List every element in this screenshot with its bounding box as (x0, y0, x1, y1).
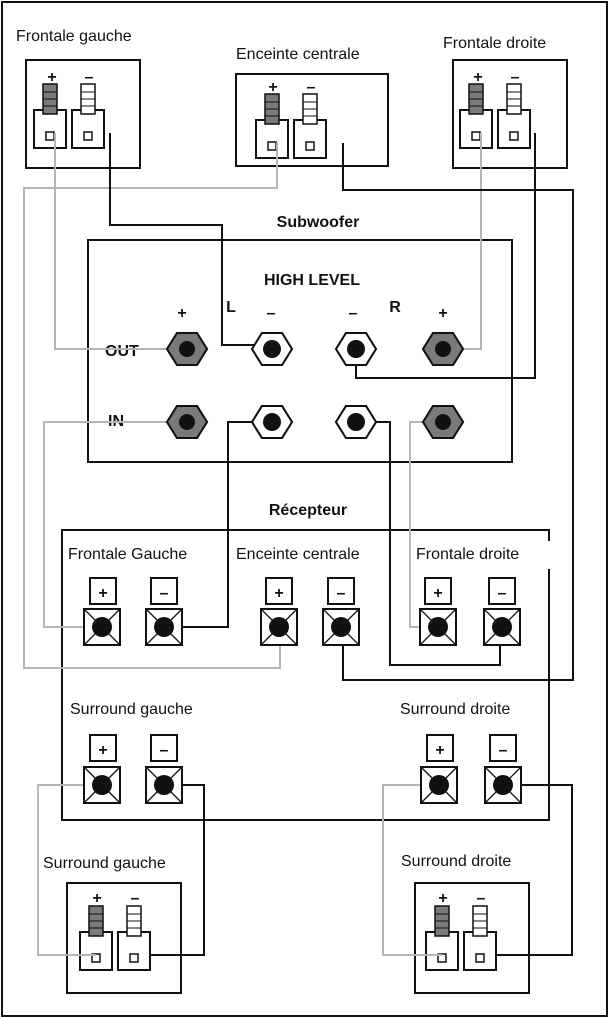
speaker-surround-left: Surround gauche (43, 855, 182, 994)
receiver-sr-plus-post (420, 766, 458, 804)
minus-mark: – (160, 742, 169, 759)
plus-mark: + (47, 69, 56, 86)
receiver-box (61, 529, 550, 821)
minus-mark: – (85, 69, 94, 86)
speaker-front-right: Frontale droite (443, 35, 568, 169)
minus-mark: – (349, 305, 358, 322)
plus-mark: + (438, 305, 447, 322)
high-level-label: HIGH LEVEL (264, 272, 360, 289)
minus-mark: – (499, 742, 508, 759)
wires-positive (23, 133, 482, 956)
speaker-label: Surround gauche (43, 855, 166, 872)
receiver-surround-right-label: Surround droite (400, 701, 510, 718)
speaker-surround-right: Surround droite (401, 853, 530, 994)
receiver-title: Récepteur (269, 502, 347, 519)
minus-mark: – (307, 79, 316, 96)
receiver-fr-minus-post (483, 608, 521, 646)
out-label: OUT (105, 343, 139, 360)
receiver-fl-plus-post (83, 608, 121, 646)
receiver-fl-minus-post (145, 608, 183, 646)
receiver-fr-plus-post (419, 608, 457, 646)
plus-mark: + (438, 890, 447, 907)
receiver-polarity-boxes: + – + – + – + – + – (89, 577, 517, 762)
receiver-center-minus-post (322, 608, 360, 646)
receiver-surround-left-label: Surround gauche (70, 701, 193, 718)
plus-mark: + (435, 742, 444, 759)
minus-mark: – (337, 585, 346, 602)
plus-mark: + (274, 585, 283, 602)
speaker-polarity-marks: + – + – + – + – + – (47, 69, 519, 907)
minus-mark: – (498, 585, 507, 602)
plus-mark: + (98, 585, 107, 602)
right-channel-label: R (389, 299, 401, 316)
minus-mark: – (511, 69, 520, 86)
speaker-label: Frontale droite (443, 35, 546, 52)
receiver-center-plus-post (260, 608, 298, 646)
speaker-front-left: Frontale gauche (16, 28, 141, 169)
receiver-front-left-label: Frontale Gauche (68, 546, 187, 563)
receiver-front-right-label: Frontale droite (416, 546, 519, 563)
minus-mark: – (131, 890, 140, 907)
plus-mark: + (433, 585, 442, 602)
receiver-center-label: Enceinte centrale (236, 546, 360, 563)
plus-mark: + (92, 890, 101, 907)
plus-mark: + (177, 305, 186, 322)
receiver-sl-minus-post (145, 766, 183, 804)
plus-mark: + (268, 79, 277, 96)
speaker-label: Surround droite (401, 853, 511, 870)
speaker-label: Frontale gauche (16, 28, 132, 45)
subwoofer-title: Subwoofer (277, 214, 360, 231)
speaker-label: Enceinte centrale (236, 46, 360, 63)
plus-mark: + (98, 742, 107, 759)
minus-mark: – (267, 305, 276, 322)
receiver-sr-minus-post (484, 766, 522, 804)
left-channel-label: L (226, 299, 236, 316)
receiver-sl-plus-post (83, 766, 121, 804)
minus-mark: – (160, 585, 169, 602)
plus-mark: + (473, 69, 482, 86)
minus-mark: – (477, 890, 486, 907)
speaker-center: Enceinte centrale (235, 46, 389, 167)
